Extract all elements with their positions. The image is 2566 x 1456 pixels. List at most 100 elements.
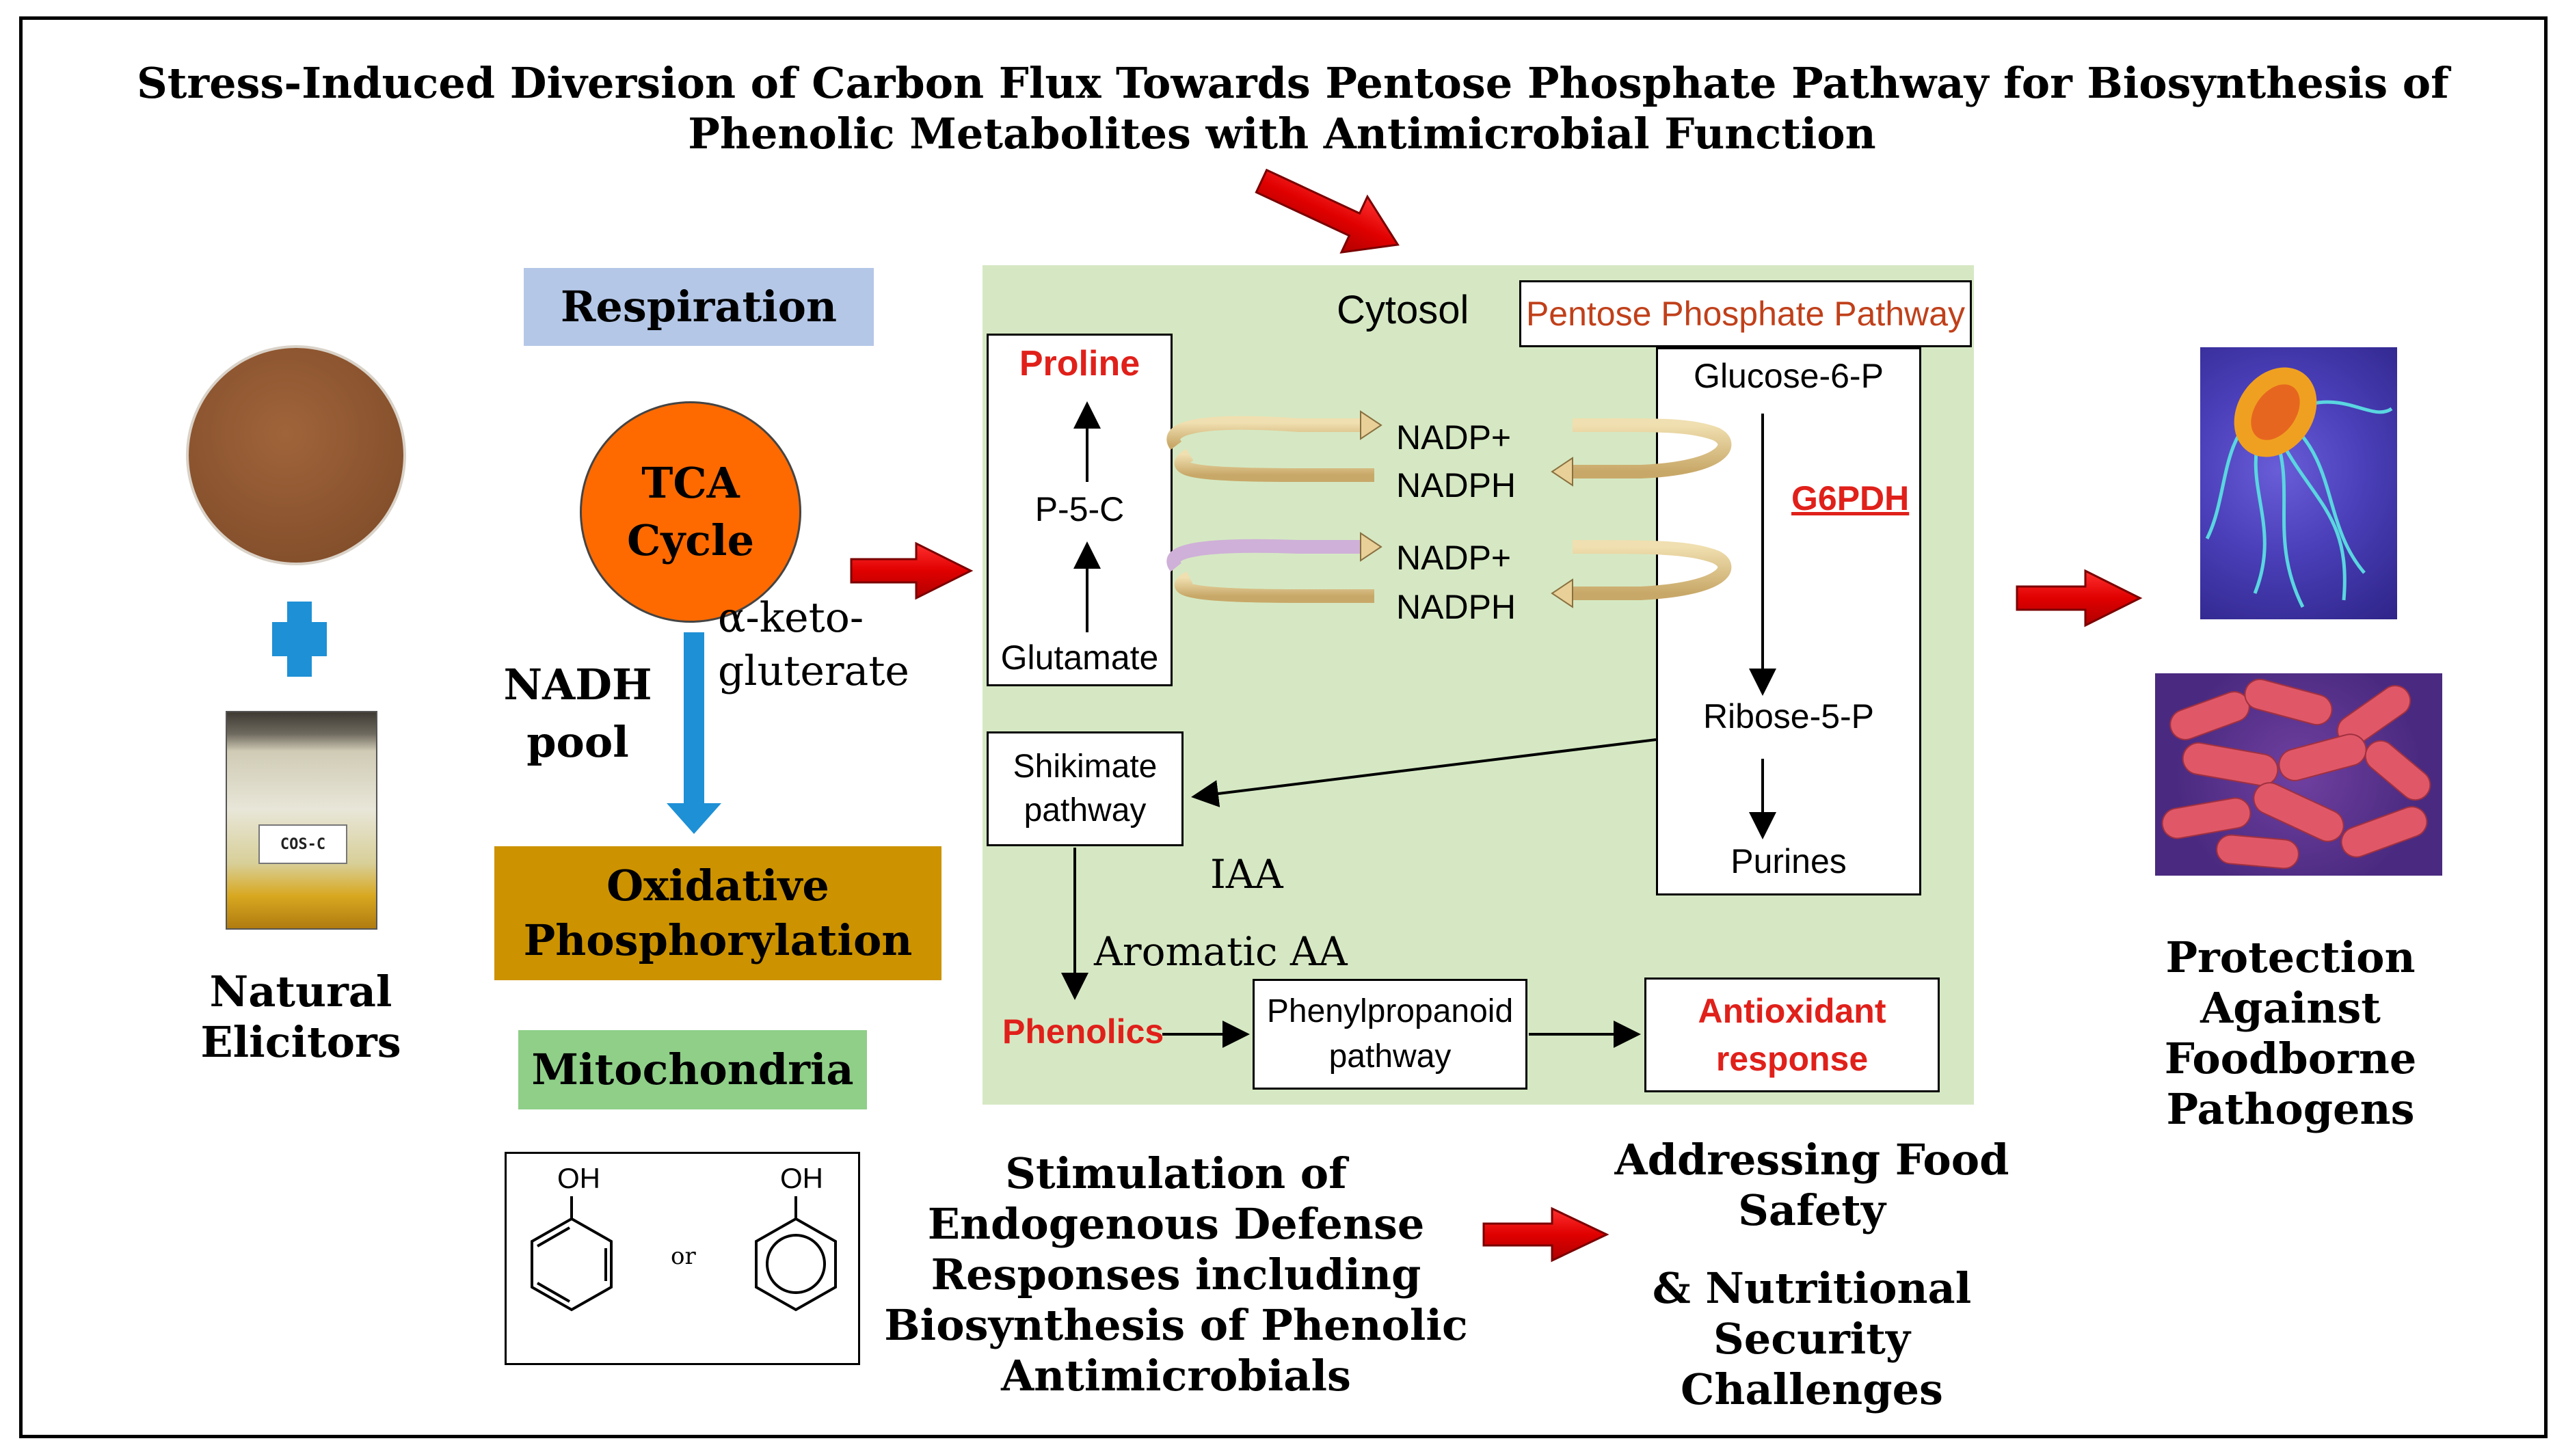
figure-frame	[19, 16, 2548, 1438]
protection-line-4: Pathogens	[2166, 1084, 2415, 1134]
protection-line-2: Against	[2200, 983, 2381, 1033]
protection-line-1: Protection	[2165, 932, 2416, 982]
proline-column-box	[987, 334, 1173, 686]
double-bond-2	[537, 1282, 570, 1303]
stimulation-line-5: Antimicrobials	[1001, 1351, 1351, 1401]
rod-bacterium	[2182, 742, 2279, 787]
tca-line-2: Cycle	[626, 515, 755, 565]
rod-bacterium	[2278, 733, 2367, 781]
oxidative-phosphorylation-box: Oxidative Phosphorylation	[494, 846, 941, 980]
mitochondria-box: Mitochondria	[518, 1030, 867, 1109]
food-safety-line-2: Safety	[1738, 1185, 1886, 1235]
benzene-ring-kekule	[531, 1217, 613, 1312]
jar-label: COS-C	[258, 824, 347, 864]
rod-bacterium	[2244, 678, 2333, 726]
rod-bacterium	[2340, 806, 2428, 858]
nadh-line-1: NADH	[503, 660, 652, 710]
cytosol-label: Cytosol	[1337, 288, 1469, 332]
phenylpropanoid-line-1: Phenylpropanoid	[1266, 993, 1514, 1029]
protection-label: Protection Against Foodborne Pathogens	[2140, 932, 2441, 1135]
nutritional-security-text: & Nutritional Security Challenges	[1566, 1263, 2058, 1415]
nadh-pool-label: NADH pool	[492, 656, 663, 771]
tca-cycle-circle: TCA Cycle	[580, 401, 801, 623]
rod-bacterium	[2364, 740, 2431, 801]
rod-bacterium	[2253, 782, 2344, 842]
p5c-label: P-5-C	[1034, 490, 1125, 528]
red-arrow-bottom	[1482, 1206, 1609, 1263]
flagellum-3	[2288, 421, 2366, 574]
title-line-2: Phenolic Metabolites with Antimicrobial …	[688, 109, 1876, 159]
natural-elicitors-line-2: Elicitors	[200, 1017, 401, 1067]
nutritional-line-2: Security	[1713, 1314, 1910, 1364]
nadp-plus-1: NADP+	[1396, 418, 1512, 457]
elicitor-powder-image	[183, 345, 409, 564]
ppp-label-box: Pentose Phosphate Pathway	[1519, 280, 1972, 347]
nadp-plus-2: NADP+	[1396, 539, 1512, 577]
rod-bacterium	[2161, 797, 2251, 839]
natural-elicitors-line-1: Natural	[209, 967, 392, 1016]
glutamate-label: Glutamate	[1000, 638, 1159, 677]
benzene-ring-aromatic	[755, 1217, 837, 1312]
bacterium-core	[2251, 384, 2300, 440]
oxidative-line-1: Oxidative	[606, 861, 829, 911]
aromatic-circle	[766, 1234, 826, 1294]
flagellum-2	[2273, 435, 2305, 608]
title-line-1: Stress-Induced Diversion of Carbon Flux …	[137, 58, 2449, 108]
shikimate-box: Shikimate pathway	[987, 731, 1184, 846]
phenol-structure-icon	[531, 1196, 837, 1312]
oh-right: OH	[780, 1162, 823, 1194]
arrow-ribose-to-shikimate	[1191, 738, 1657, 807]
phenolics-label: Phenolics	[1002, 1012, 1164, 1051]
food-safety-text: Addressing Food Safety	[1566, 1135, 2058, 1236]
rod-bacteria-image	[2155, 673, 2442, 876]
nadph-1: NADPH	[1396, 466, 1516, 504]
alpha-keto-line-1: α-keto-	[718, 594, 864, 642]
purines: Purines	[1730, 842, 1847, 880]
title-red-arrow	[1255, 168, 1400, 254]
antioxidant-line-1: Antioxidant	[1698, 992, 1886, 1030]
oh-left: OH	[557, 1162, 600, 1194]
tca-line-1: TCA	[641, 458, 740, 508]
aromatic-aa-label: Aromatic AA	[1094, 928, 1348, 975]
stimulation-text: Stimulation of Endogenous Defense Respon…	[882, 1148, 1470, 1401]
red-arrow-to-cytosol	[850, 541, 974, 600]
rod-bacterium	[2216, 834, 2299, 869]
ppp-column-box	[1656, 347, 1921, 895]
stimulation-line-3: Responses including	[931, 1250, 1421, 1299]
glucose-6-p: Glucose-6-P	[1694, 357, 1884, 395]
blue-arrow-down	[667, 632, 721, 834]
cos-c-jar-image: COS-C	[226, 711, 377, 930]
nutritional-line-1: & Nutritional	[1652, 1263, 1972, 1313]
antioxidant-box: Antioxidant response	[1644, 978, 1940, 1092]
double-bond-3	[537, 1226, 570, 1248]
alpha-keto-label: α-keto- gluterate	[718, 591, 909, 698]
phenol-structure-box: OH OH or	[505, 1152, 860, 1365]
nadp-cycle-arrow-2	[1166, 532, 1732, 608]
natural-elicitors-label: Natural Elicitors	[171, 967, 431, 1068]
nutritional-line-3: Challenges	[1681, 1364, 1943, 1414]
antioxidant-line-2: response	[1715, 1040, 1869, 1078]
phenylpropanoid-line-2: pathway	[1328, 1038, 1452, 1075]
g6pdh-label: G6PDH	[1791, 479, 1910, 517]
protection-line-3: Foodborne	[2164, 1034, 2417, 1083]
iaa-label: IAA	[1210, 851, 1283, 898]
proline-label: Proline	[1019, 344, 1140, 383]
bacterium-flagella-image	[2200, 347, 2397, 619]
oxidative-line-2: Phosphorylation	[523, 915, 913, 965]
alpha-keto-line-2: gluterate	[718, 647, 909, 695]
food-safety-line-1: Addressing Food	[1614, 1135, 2009, 1185]
red-arrow-to-pathogens	[2016, 569, 2143, 628]
stimulation-line-4: Biosynthesis of Phenolic	[884, 1300, 1468, 1350]
nadp-cycle-arrow-1	[1166, 410, 1732, 487]
ribose-5-p: Ribose-5-P	[1702, 697, 1875, 736]
nadh-line-2: pool	[526, 717, 629, 767]
shikimate-line-2: pathway	[1024, 792, 1147, 828]
shikimate-line-1: Shikimate	[1013, 749, 1158, 785]
figure-title: Stress-Induced Diversion of Carbon Flux …	[137, 58, 2449, 159]
or-label: or	[671, 1243, 696, 1270]
nadph-2: NADPH	[1396, 588, 1516, 626]
respiration-box: Respiration	[524, 268, 874, 346]
stimulation-line-1: Stimulation of	[1005, 1148, 1347, 1198]
phenylpropanoid-box: Phenylpropanoid pathway	[1253, 979, 1527, 1090]
